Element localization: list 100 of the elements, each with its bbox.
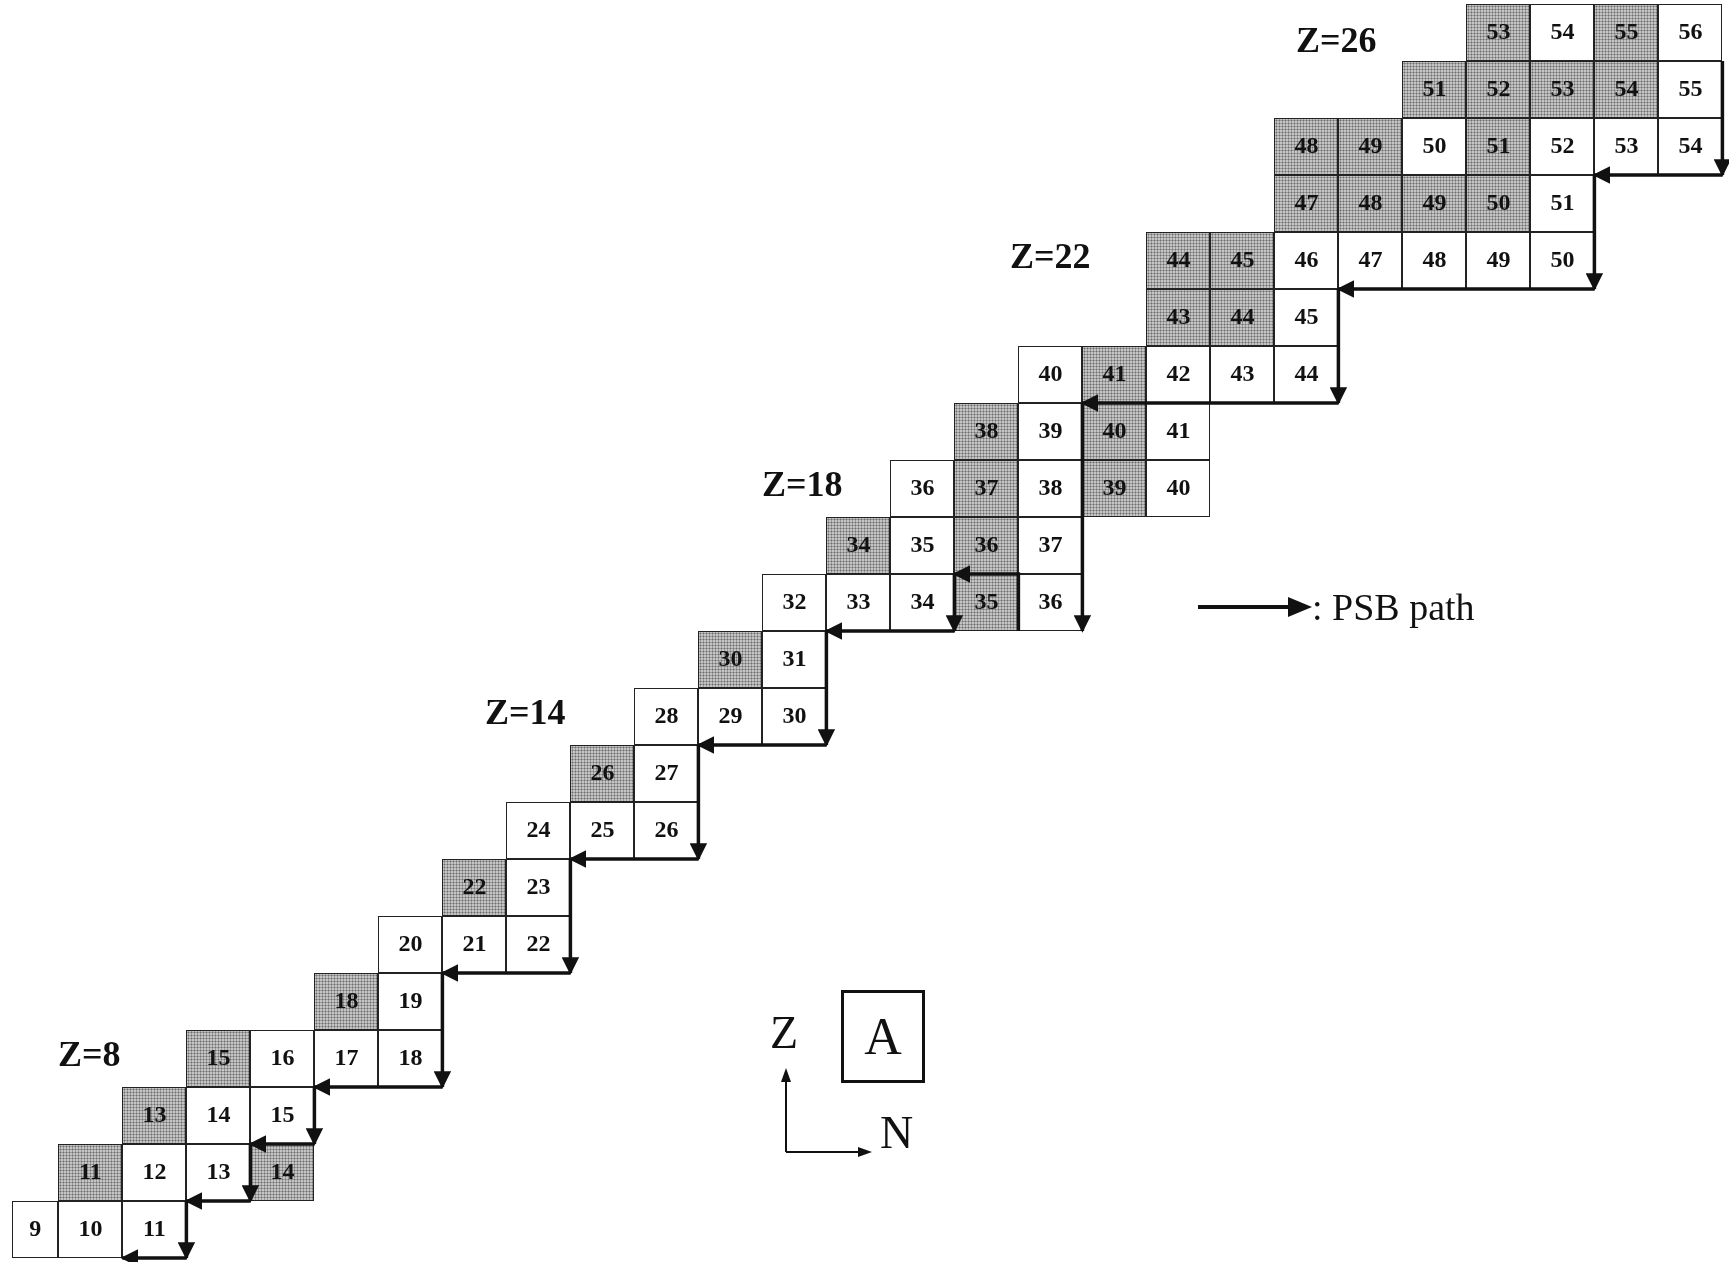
neutron-number: 45 <box>1294 303 1319 331</box>
neutron-number: 33 <box>846 588 871 616</box>
neutron-number: 11 <box>79 1158 102 1186</box>
shaded-nuclide-cell <box>442 859 507 916</box>
neutron-number: 35 <box>974 588 999 616</box>
proton-number-label: Z=8 <box>58 1036 121 1072</box>
neutron-number: 51 <box>1422 75 1447 103</box>
path-arrow <box>1329 289 1348 405</box>
neutron-number: 15 <box>206 1044 231 1072</box>
neutron-number: 25 <box>590 816 615 844</box>
neutron-number: 36 <box>1038 588 1063 616</box>
shaded-nuclide-cell <box>954 574 1019 631</box>
neutron-number: 39 <box>1102 474 1127 502</box>
shaded-nuclide-cell <box>1402 61 1467 118</box>
neutron-number: 38 <box>1038 474 1063 502</box>
nuclide-cell <box>1146 460 1211 517</box>
neutron-number: 47 <box>1294 189 1319 217</box>
shaded-nuclide-cell <box>1274 175 1339 232</box>
shaded-nuclide-cell <box>954 403 1019 460</box>
neutron-number: 50 <box>1486 189 1511 217</box>
shaded-nuclide-cell <box>698 631 763 688</box>
proton-number-label: Z=18 <box>762 466 843 502</box>
shaded-nuclide-cell <box>570 745 635 802</box>
neutron-number: 30 <box>718 645 743 673</box>
nuclide-cell <box>762 688 827 745</box>
shaded-nuclide-cell <box>1530 61 1595 118</box>
neutron-number: 13 <box>206 1158 231 1186</box>
nuclide-cell <box>506 802 571 859</box>
neutron-number: 43 <box>1230 360 1255 388</box>
neutron-number: 36 <box>974 531 999 559</box>
neutron-number: 37 <box>1038 531 1063 559</box>
nuclide-cell <box>1466 232 1531 289</box>
neutron-number: 17 <box>334 1044 359 1072</box>
neutron-number: 28 <box>654 702 679 730</box>
neutron-number: 40 <box>1102 417 1127 445</box>
path-arrow <box>824 622 955 640</box>
nuclide-cell <box>890 574 955 631</box>
neutron-number: 41 <box>1102 360 1127 388</box>
neutron-number: 31 <box>782 645 807 673</box>
nuclide-cell <box>1018 517 1083 574</box>
shaded-nuclide-cell <box>1594 4 1659 61</box>
neutron-number: 45 <box>1230 246 1255 274</box>
neutron-number: 54 <box>1614 75 1639 103</box>
legend-text: : PSB path <box>1312 588 1475 626</box>
nuclide-cell <box>1210 346 1275 403</box>
path-arrow <box>696 736 827 754</box>
neutron-number: 36 <box>910 474 935 502</box>
nuclide-cell <box>1594 118 1659 175</box>
nuclide-cell <box>1274 289 1339 346</box>
shaded-nuclide-cell <box>58 1144 123 1201</box>
path-arrow <box>1585 175 1604 291</box>
neutron-number: 22 <box>526 930 551 958</box>
neutron-number: 38 <box>974 417 999 445</box>
neutron-number: 15 <box>270 1101 295 1129</box>
nuclide-cell <box>890 517 955 574</box>
neutron-number: 26 <box>654 816 679 844</box>
shaded-nuclide-cell <box>1082 460 1147 517</box>
neutron-number: 44 <box>1166 246 1191 274</box>
neutron-number: 48 <box>1358 189 1383 217</box>
path-arrow <box>305 1087 324 1146</box>
neutron-number: 21 <box>462 930 487 958</box>
path-arrow <box>952 565 1021 631</box>
shaded-nuclide-cell <box>1082 346 1147 403</box>
neutron-number: 34 <box>910 588 935 616</box>
neutron-number: 12 <box>142 1158 167 1186</box>
nuclide-cell <box>186 1144 251 1201</box>
nuclide-cell <box>1018 403 1083 460</box>
neutron-number: 37 <box>974 474 999 502</box>
neutron-number: 20 <box>398 930 423 958</box>
neutron-number: 47 <box>1358 246 1383 274</box>
path-arrow <box>248 1135 315 1153</box>
neutron-number: 23 <box>526 873 551 901</box>
proton-number-label: Z=14 <box>485 694 566 730</box>
nuclide-cell <box>506 859 571 916</box>
neutron-number: 14 <box>206 1101 231 1129</box>
nuclide-cell <box>442 916 507 973</box>
shaded-nuclide-cell <box>1466 4 1531 61</box>
path-arrow <box>241 1144 260 1203</box>
neutron-number: 55 <box>1678 75 1703 103</box>
nuclide-cell <box>1338 232 1403 289</box>
neutron-number: 51 <box>1486 132 1511 160</box>
path-arrow <box>1080 394 1339 412</box>
shaded-nuclide-cell <box>122 1087 187 1144</box>
shaded-nuclide-cell <box>1146 289 1211 346</box>
nuclide-cell <box>122 1201 187 1258</box>
neutron-number: 26 <box>590 759 615 787</box>
neutron-number: 54 <box>1678 132 1703 160</box>
path-arrow <box>184 1192 251 1210</box>
neutron-number: 50 <box>1550 246 1575 274</box>
neutron-number: 34 <box>846 531 871 559</box>
nuclide-cell <box>570 802 635 859</box>
nuclide-cell <box>1402 232 1467 289</box>
path-arrow <box>561 859 580 975</box>
shaded-nuclide-cell <box>1146 232 1211 289</box>
nuclide-cell <box>1658 118 1723 175</box>
nuclide-cell <box>1274 232 1339 289</box>
neutron-number: 14 <box>270 1158 295 1186</box>
shaded-nuclide-cell <box>1466 61 1531 118</box>
nuclide-cell <box>762 631 827 688</box>
neutron-number: 44 <box>1294 360 1319 388</box>
